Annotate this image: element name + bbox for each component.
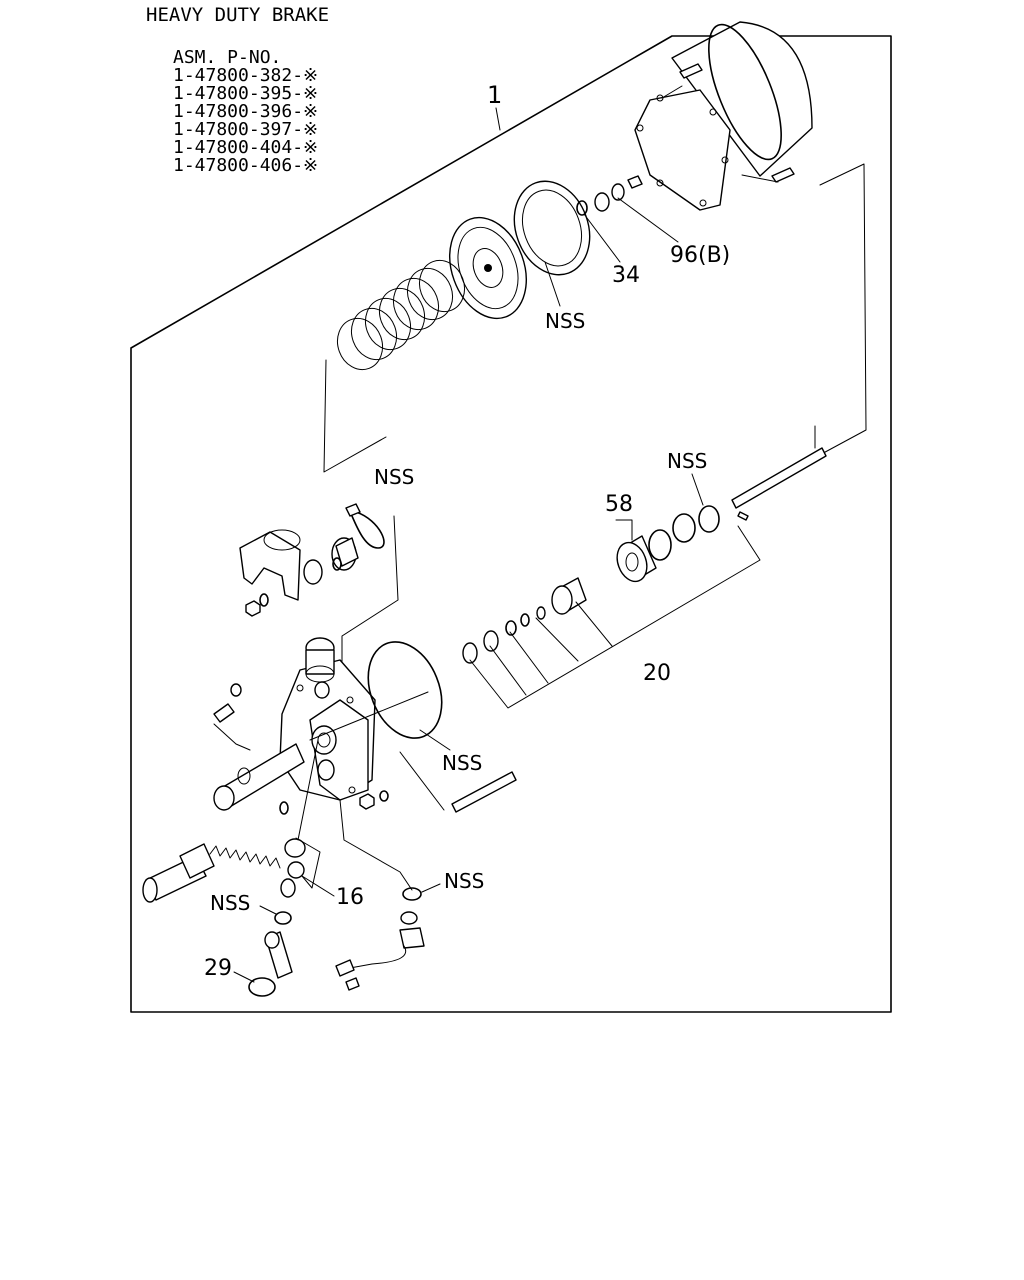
clip-nss — [345, 503, 385, 549]
callout-20: 20 — [643, 661, 671, 686]
connector-right — [739, 163, 867, 499]
leader-20 — [469, 525, 761, 709]
callout-96b: 96(B) — [670, 243, 730, 268]
cap-top — [305, 637, 335, 683]
adjuster-spring — [209, 845, 281, 869]
callout-nss-washer: NSS — [444, 869, 484, 893]
key-pin — [737, 511, 749, 521]
push-rod — [731, 425, 827, 509]
callout-nss-clip: NSS — [374, 465, 414, 489]
callout-nss-seal: NSS — [210, 891, 250, 915]
cylinder-housing — [634, 21, 813, 211]
assembly-part-number: 1-47800-397-※ — [173, 119, 318, 140]
valve-cap-16 — [284, 838, 306, 858]
callout-34: 34 — [612, 263, 640, 288]
callout-29: 29 — [204, 956, 232, 981]
grease-fitting — [213, 683, 242, 723]
pressure-switch — [335, 911, 425, 991]
adjuster-screw — [142, 843, 215, 903]
assembly-part-number: 1-47800-404-※ — [173, 137, 318, 158]
callout-nss-clip-ring: NSS — [667, 449, 707, 473]
o-ring-34 — [576, 200, 588, 216]
lever-bracket — [239, 529, 301, 601]
sleeve-a — [303, 559, 323, 585]
return-spring — [336, 259, 466, 371]
assembly-heading: ASM. P-NO. — [173, 47, 281, 68]
assembly-part-number: 1-47800-406-※ — [173, 155, 318, 176]
callout-nss-oring: NSS — [442, 751, 482, 775]
shoe-disc — [449, 216, 527, 320]
o-ring-piston — [648, 529, 672, 561]
diagram-title: HEAVY DUTY BRAKE — [146, 4, 329, 26]
snap-ring-nss — [698, 505, 720, 533]
assembly-part-number: 1-47800-396-※ — [173, 101, 318, 122]
leader-1 — [495, 107, 501, 131]
plate-washer — [672, 513, 696, 543]
nut-96b — [627, 175, 643, 189]
connector-left — [323, 359, 387, 473]
assembly-frame — [130, 35, 892, 1013]
plunger-rod — [213, 743, 305, 811]
pin-rod — [451, 771, 517, 813]
assembly-part-number: 1-47800-382-※ — [173, 65, 318, 86]
callout-nss-shoe: NSS — [545, 309, 585, 333]
washer-96b-a — [594, 192, 610, 212]
large-o-ring-nss — [367, 641, 443, 739]
callout-1: 1 — [487, 81, 502, 109]
valve-body-20 — [551, 577, 587, 615]
valve-body — [279, 659, 376, 801]
washer-nss — [402, 887, 422, 901]
callout-16: 16 — [336, 885, 364, 910]
check-valve — [264, 931, 293, 979]
snap-ring-29 — [248, 977, 276, 997]
assembly-part-number: 1-47800-395-※ — [173, 83, 318, 104]
lever-nut — [245, 600, 261, 617]
seal-ring-nss — [274, 911, 292, 925]
callout-58: 58 — [605, 492, 633, 517]
washer-96b-b — [611, 183, 625, 201]
piston-58 — [616, 535, 657, 583]
